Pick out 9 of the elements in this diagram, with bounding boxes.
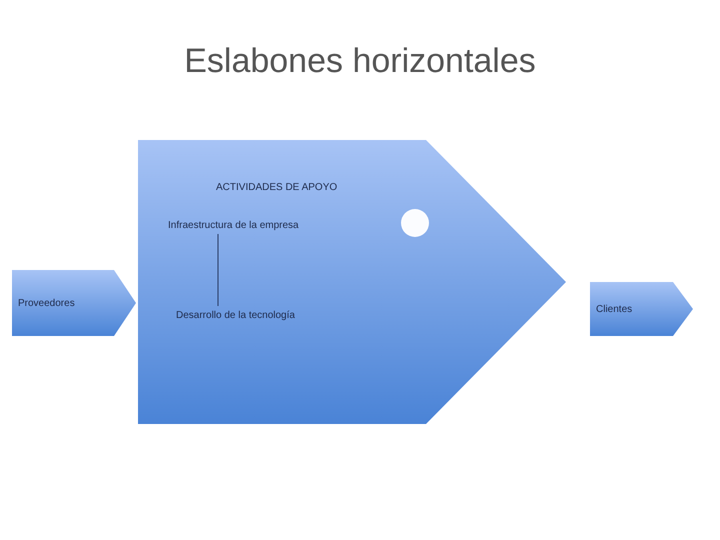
- pentagon-arrow-shape: [138, 140, 566, 424]
- activity-label: Infraestructura de la empresa: [168, 216, 388, 234]
- section-heading: ACTIVIDADES DE APOYO: [216, 181, 338, 195]
- node-label: Clientes: [596, 302, 632, 316]
- node-label: Proveedores: [18, 296, 75, 310]
- pentagon-arrow-shape: [12, 270, 136, 336]
- activity-label: Desarrollo de la tecnología: [176, 306, 386, 324]
- pentagon-arrow-shape: [590, 282, 693, 336]
- title: Eslabones horizontales: [183, 41, 537, 82]
